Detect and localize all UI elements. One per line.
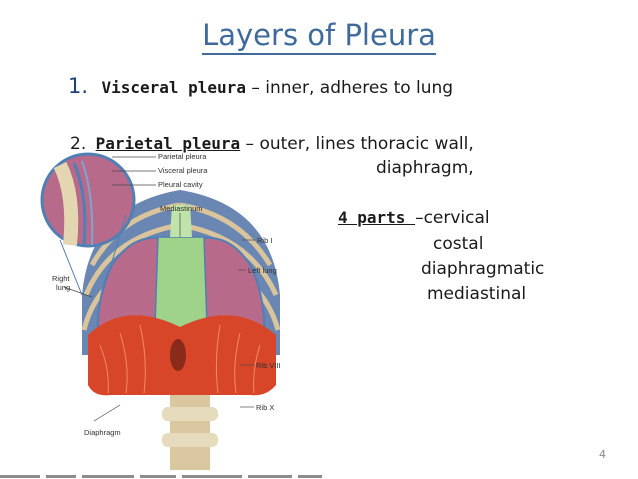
label-mediastinum: Mediastinum bbox=[160, 204, 203, 213]
item-visceral: 1. Visceral pleura – inner, adheres to l… bbox=[68, 74, 453, 98]
figure-labels: Parietal pleura Visceral pleura Pleural … bbox=[52, 152, 281, 437]
label-right-lung-1: Right bbox=[52, 274, 70, 283]
part-diaphragmatic: diaphragmatic bbox=[421, 259, 545, 279]
trachea-shape bbox=[170, 205, 192, 237]
label-rib-x: Rib X bbox=[256, 403, 274, 412]
pleura-anatomy-figure: Parietal pleura Visceral pleura Pleural … bbox=[40, 152, 281, 470]
part-costal: costal bbox=[433, 234, 484, 254]
footer-strip bbox=[0, 473, 638, 479]
label-rib-8: Rib VIII bbox=[256, 361, 281, 370]
item-2-desc: – outer, lines thoracic wall, bbox=[240, 134, 474, 154]
item-2-term: Parietal pleura bbox=[95, 134, 241, 153]
slide-title: Layers of Pleura bbox=[0, 18, 638, 55]
part-mediastinal: mediastinal bbox=[427, 284, 527, 304]
item-parietal: 2. Parietal pleura – outer, lines thorac… bbox=[70, 134, 474, 154]
label-diaphragm: Diaphragm bbox=[84, 428, 121, 437]
label-visceral-pleura: Visceral pleura bbox=[158, 166, 208, 175]
item-1-desc: – inner, adheres to lung bbox=[245, 78, 454, 98]
parts-heading: 4 parts bbox=[338, 208, 416, 227]
diaphragm-fibers bbox=[99, 324, 261, 394]
inset-detail bbox=[40, 152, 136, 296]
leader-lines bbox=[63, 156, 255, 422]
item-1-term: Visceral pleura bbox=[101, 78, 246, 97]
label-rib-1: Rib I bbox=[257, 236, 272, 245]
item-1-number: 1. bbox=[68, 74, 89, 98]
label-parietal-pleura: Parietal pleura bbox=[158, 152, 207, 161]
label-right-lung-2: lung bbox=[56, 283, 70, 292]
item-2-desc-2: diaphragm, bbox=[376, 158, 474, 178]
page-number: 4 bbox=[599, 448, 606, 461]
aortic-opening bbox=[170, 339, 186, 371]
part-cervical: –cervical bbox=[415, 208, 490, 228]
item-2-number: 2. bbox=[70, 134, 87, 154]
label-left-lung: Left lung bbox=[248, 266, 277, 275]
label-pleural-cavity: Pleural cavity bbox=[158, 180, 203, 189]
parts-heading-line: 4 parts –cervical bbox=[338, 208, 490, 228]
